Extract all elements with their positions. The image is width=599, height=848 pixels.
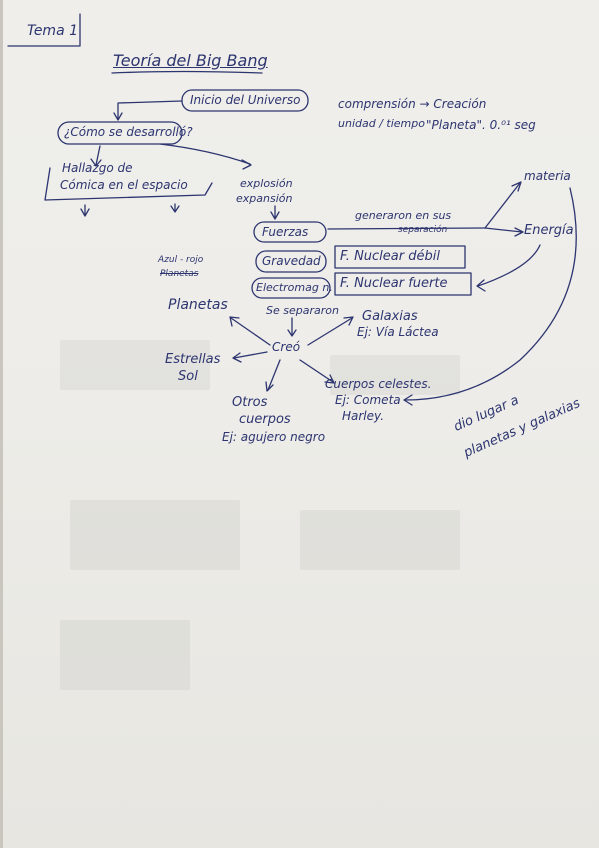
arrow-creo-cuerpos	[299, 359, 334, 383]
node-se-separaron: Se separaron	[266, 304, 339, 317]
node-agujero: Ej: agujero negro	[222, 430, 326, 444]
node-via-lactea: Ej: Vía Láctea	[357, 325, 439, 339]
bleed-through	[60, 620, 190, 690]
arrow-creo-galaxias	[307, 317, 353, 346]
node-fuerzas: Fuerzas	[262, 225, 309, 239]
node-como: ¿Cómo se desarrolló?	[64, 125, 193, 139]
header-label: Tema 1	[27, 23, 79, 39]
node-hallazgo-2: Cómica en el espacio	[60, 178, 188, 192]
arrow-fuerzas-right	[327, 227, 486, 230]
arrow-creo-otros	[267, 359, 281, 391]
nuclear-fuerte-box	[334, 272, 472, 296]
arrow-materia-cuerpos	[404, 187, 577, 401]
node-planetas-tachado: Planetas	[160, 269, 199, 279]
como-oval	[57, 121, 183, 145]
page-title: Teoría del Big Bang	[113, 51, 268, 70]
node-planeta: "Planeta". 0.⁰¹ seg	[426, 118, 536, 132]
node-explosion: explosión	[240, 177, 293, 190]
arrow-como-hallazgo	[95, 145, 101, 166]
node-creo: Creó	[272, 340, 301, 354]
node-estrellas: Estrellas	[165, 352, 221, 367]
node-expansion: expansión	[236, 192, 293, 205]
node-electromag: Electromag n.	[256, 281, 333, 294]
bleed-through	[300, 510, 460, 570]
node-nuclear-fuerte: F. Nuclear fuerte	[340, 276, 448, 291]
node-compresion-2: unidad / tiempo	[338, 117, 425, 130]
node-gravedad: Gravedad	[262, 254, 321, 268]
node-sol: Sol	[178, 369, 198, 384]
arrow-creo-planetas	[230, 317, 271, 346]
node-inicio: Inicio del Universo	[190, 93, 301, 107]
node-azul-rojo: Azul - rojo	[158, 255, 204, 265]
node-hallazgo-1: Hallazgo de	[62, 161, 133, 175]
title-underline	[111, 70, 263, 74]
gravedad-oval	[255, 250, 327, 273]
node-nuclear-debil: F. Nuclear débil	[340, 249, 440, 264]
fuerzas-oval	[253, 221, 327, 243]
node-otros-2: cuerpos	[239, 412, 291, 427]
node-materia: materia	[524, 169, 571, 183]
arrow-energia-fuerte	[477, 244, 541, 287]
hallazgo-bracket	[44, 167, 213, 201]
node-cometa-2: Harley.	[342, 409, 385, 423]
node-cuerpos-celestes: Cuerpos celestes.	[325, 377, 432, 391]
bleed-through	[70, 500, 240, 570]
node-planetas: Planetas	[168, 297, 228, 313]
nuclear-debil-box	[334, 245, 466, 269]
arrow-como-explosion	[159, 143, 251, 165]
node-otros-1: Otros	[232, 395, 268, 410]
node-generaron-1: generaron en sus	[355, 209, 452, 222]
bleed-through	[60, 340, 210, 390]
page-edge	[0, 0, 3, 848]
arrow-branch-materia	[484, 182, 521, 229]
node-generaron-2: separación	[398, 225, 448, 235]
electromag-oval	[251, 277, 331, 299]
node-energia: Energía	[524, 223, 574, 238]
arrow-branch-energia	[484, 227, 523, 233]
node-cometa-1: Ej: Cometa	[335, 393, 401, 407]
node-galaxias: Galaxias	[362, 309, 418, 324]
header-box-line	[7, 13, 81, 47]
arrow-creo-estrellas	[233, 351, 268, 359]
arrow-inicio-como	[117, 100, 183, 119]
bleed-through	[330, 355, 460, 395]
node-compresion-1: comprensión → Creación	[338, 97, 487, 111]
